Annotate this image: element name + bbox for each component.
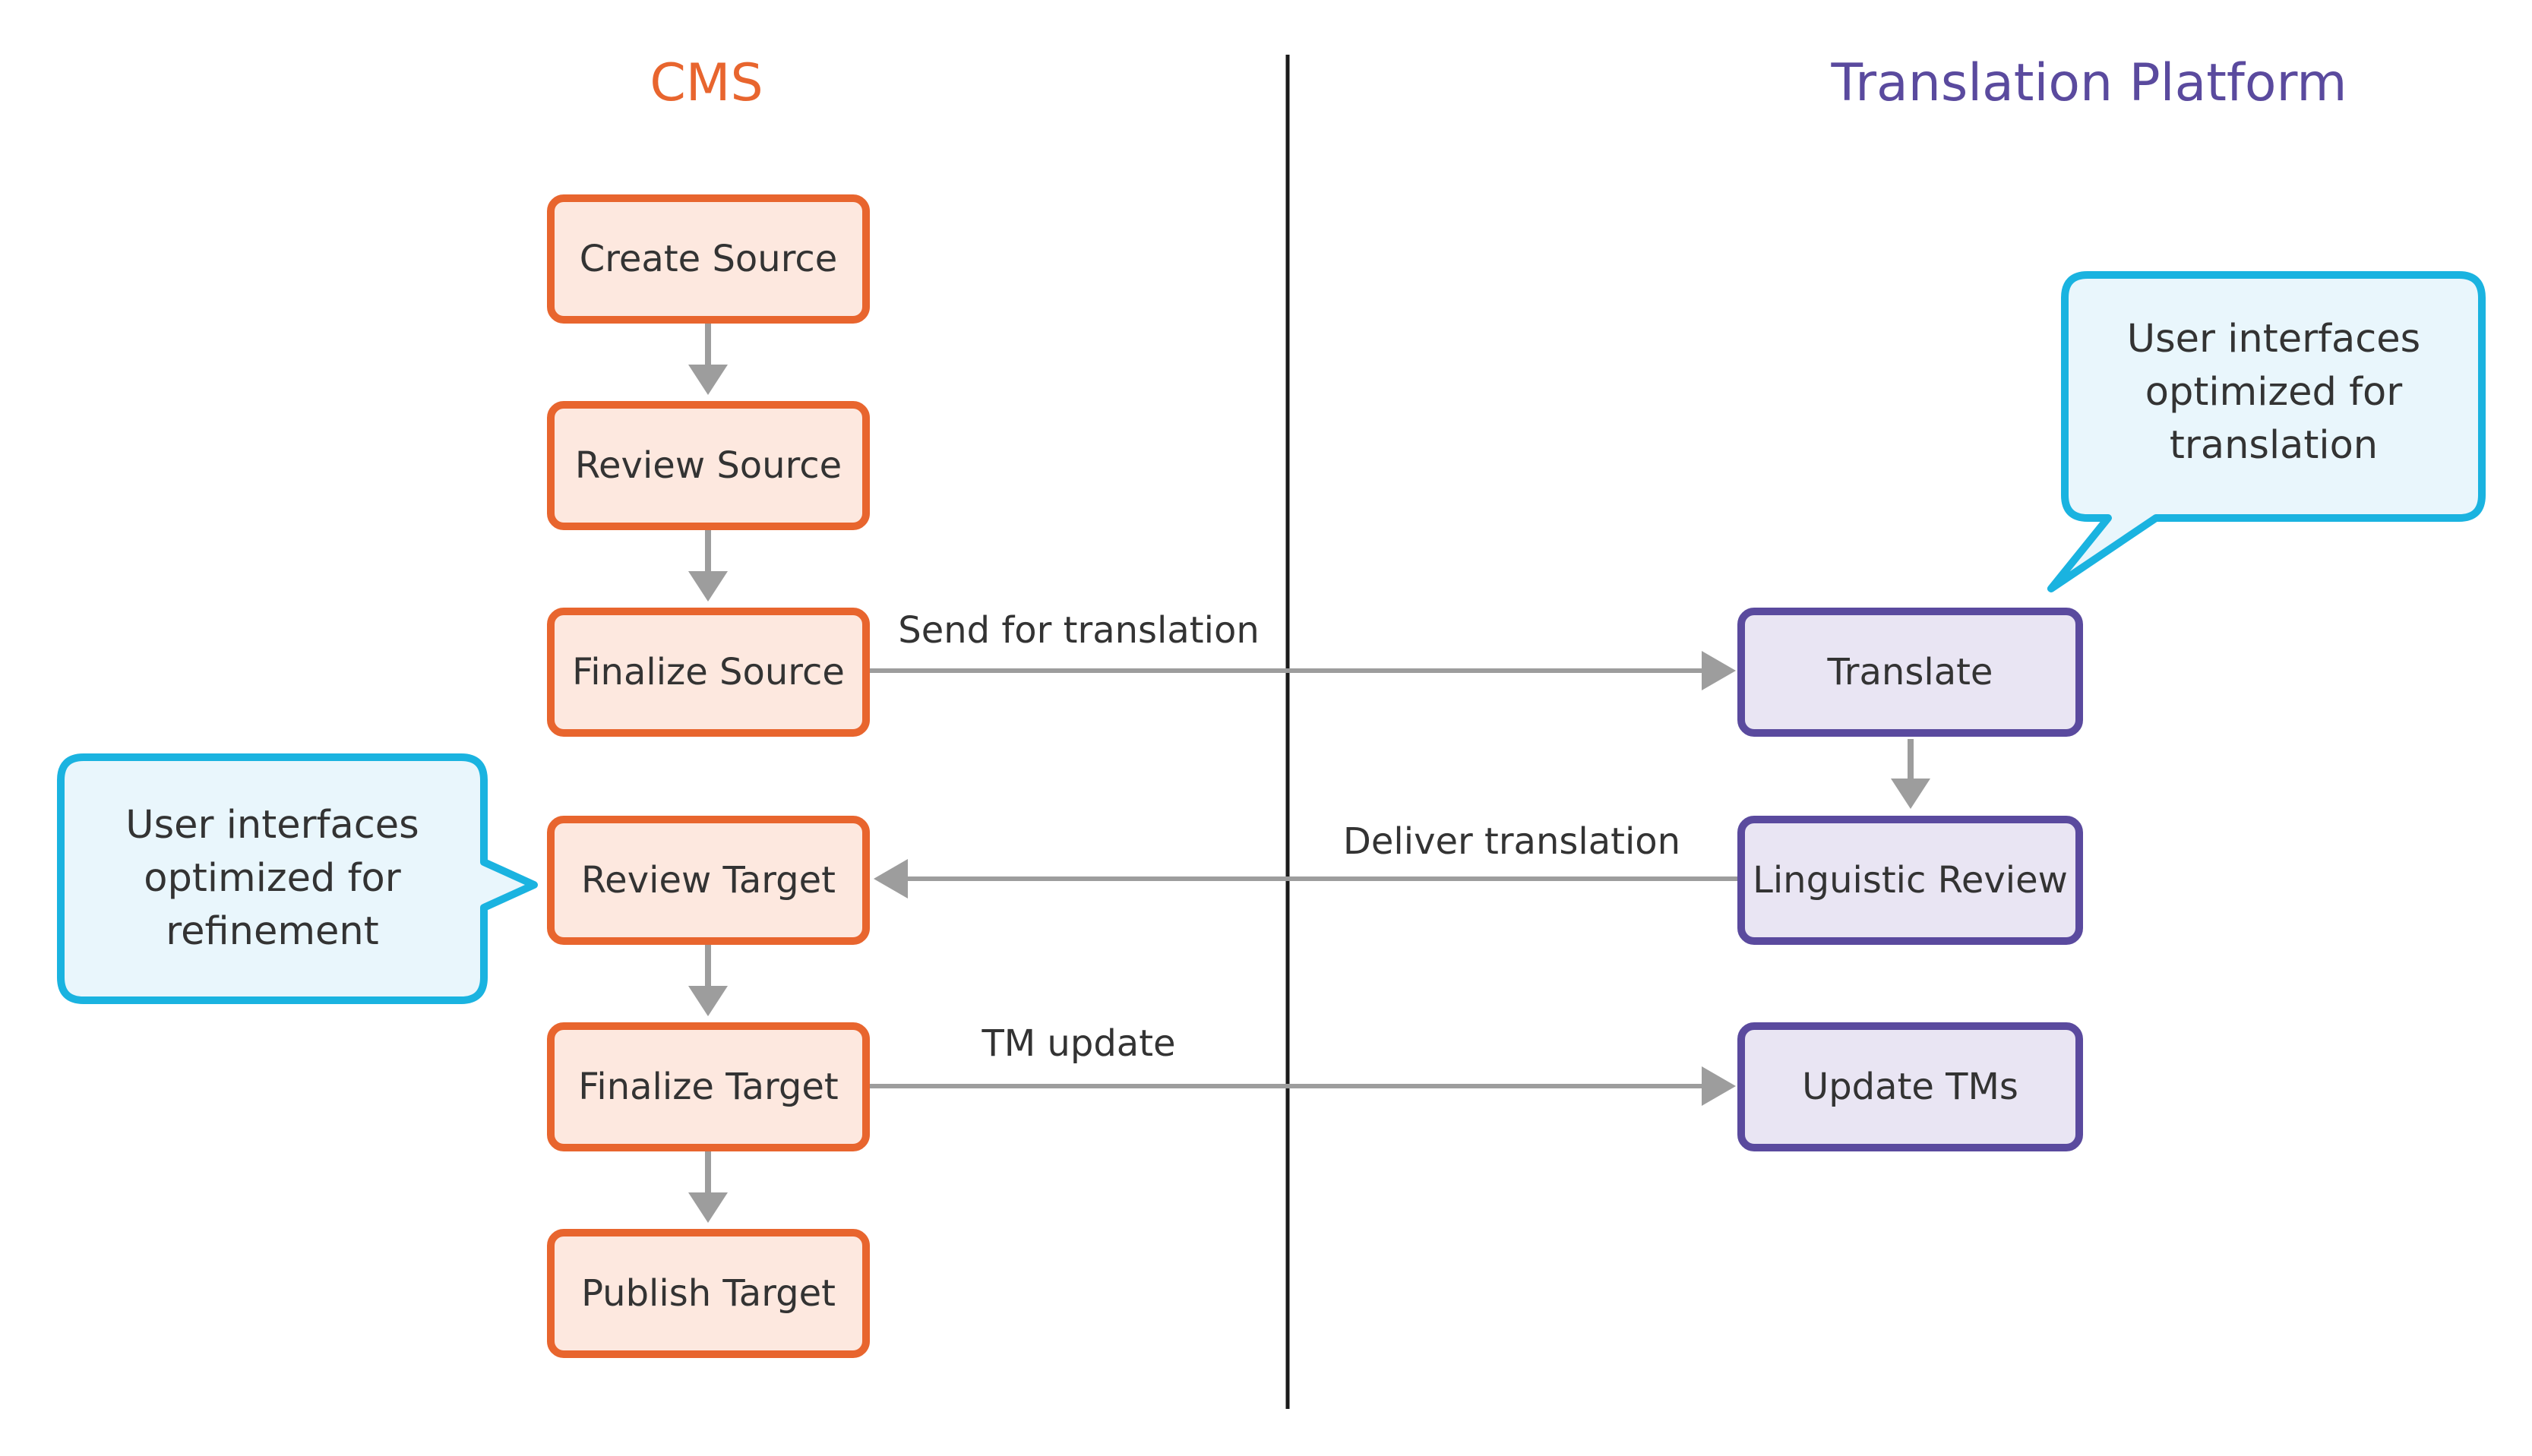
arrow-finalize-to-publish-target <box>688 1151 728 1223</box>
callout-line: translation <box>2169 423 2379 468</box>
arrow-create-to-review-source <box>688 324 728 395</box>
step-create-source[interactable]: Create Source <box>547 194 870 324</box>
step-label: Update TMs <box>1802 1066 2018 1108</box>
step-translate[interactable]: Translate <box>1737 608 2083 737</box>
step-label: Create Source <box>579 238 838 280</box>
step-finalize-source[interactable]: Finalize Source <box>547 608 870 737</box>
callout-line: refinement <box>166 909 379 954</box>
edge-label-deliver-translation: Deliver translation <box>1342 820 1681 863</box>
arrow-review-to-finalize-source <box>688 530 728 602</box>
step-label: Translate <box>1827 651 1993 693</box>
step-review-source[interactable]: Review Source <box>547 401 870 530</box>
step-label: Finalize Source <box>572 651 845 693</box>
step-update-tms[interactable]: Update TMs <box>1737 1022 2083 1151</box>
edge-label-send-for-translation: Send for translation <box>898 609 1260 652</box>
callout-line: User interfaces <box>2126 317 2421 362</box>
step-label: Publish Target <box>581 1272 836 1315</box>
arrow-translate-to-linguistic-review <box>1891 739 1930 809</box>
step-label: Review Source <box>574 444 842 487</box>
step-finalize-target[interactable]: Finalize Target <box>547 1022 870 1151</box>
callout-line: optimized for <box>2145 370 2403 415</box>
step-linguistic-review[interactable]: Linguistic Review <box>1737 816 2083 945</box>
callout-bubble-translation <box>2047 271 2486 592</box>
callout-line: optimized for <box>144 856 401 901</box>
callout-bubble-refinement <box>57 753 538 1004</box>
lane-header-cms: CMS <box>650 53 763 113</box>
callout-line: User interfaces <box>125 803 419 848</box>
arrow-tm-update <box>870 1066 1736 1106</box>
arrow-deliver-translation <box>874 859 1737 899</box>
arrow-review-to-finalize-target <box>688 945 728 1016</box>
step-publish-target[interactable]: Publish Target <box>547 1229 870 1358</box>
lane-header-translation-platform: Translation Platform <box>1831 53 2347 113</box>
step-review-target[interactable]: Review Target <box>547 816 870 945</box>
arrow-send-for-translation <box>870 651 1736 690</box>
callout-refinement: User interfaces optimized for refinement <box>68 799 476 959</box>
edge-label-tm-update: TM update <box>982 1022 1176 1065</box>
step-label: Finalize Target <box>578 1066 839 1108</box>
step-label: Linguistic Review <box>1753 859 2068 902</box>
step-label: Review Target <box>580 859 836 902</box>
callout-translation: User interfaces optimized for translatio… <box>2072 313 2475 472</box>
